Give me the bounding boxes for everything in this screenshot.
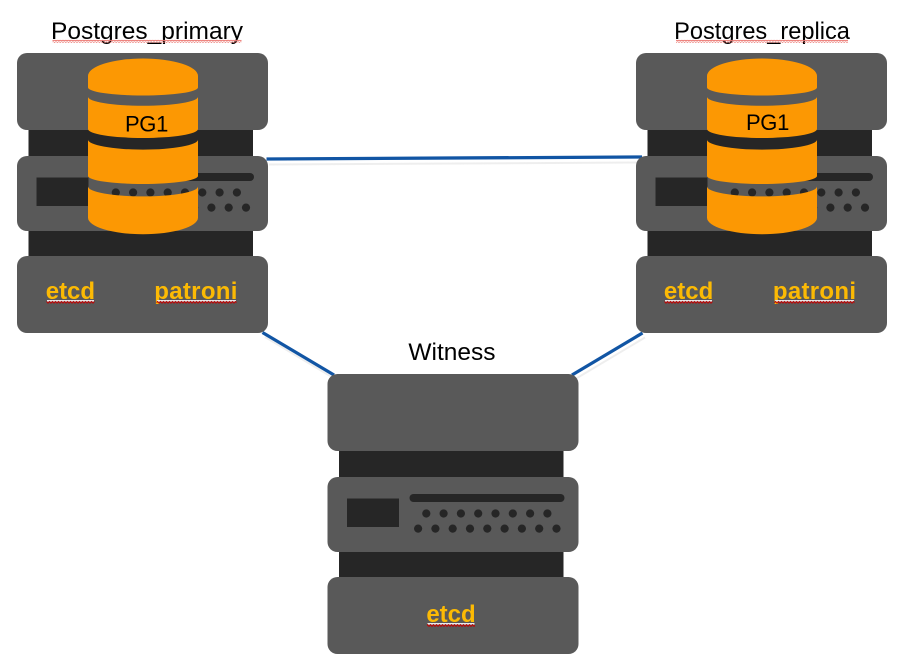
svg-text:PG1: PG1 — [125, 112, 168, 137]
svg-text:PG1: PG1 — [746, 110, 789, 135]
svg-text:Witness: Witness — [408, 339, 495, 366]
